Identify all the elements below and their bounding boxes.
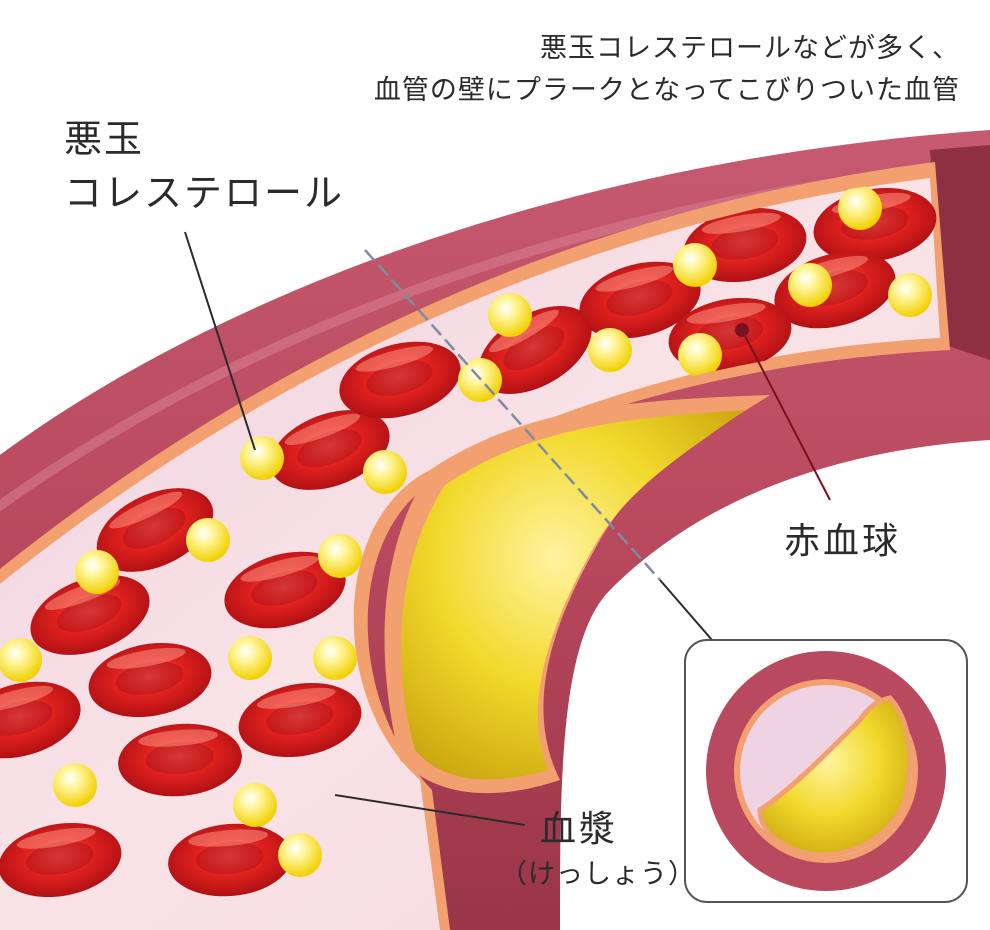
red-blood-cell xyxy=(118,723,242,797)
cholesterol-particle xyxy=(278,833,322,877)
red-blood-cells xyxy=(0,187,937,898)
bad-cholesterol-label-line-1: 悪玉 xyxy=(64,117,145,161)
cholesterol-particle xyxy=(488,293,532,337)
cholesterol-particle xyxy=(363,450,407,494)
cholesterol-particle xyxy=(788,263,832,307)
plaque xyxy=(401,410,745,780)
cholesterol-particles xyxy=(0,186,932,877)
cholesterol-particle xyxy=(838,186,882,230)
cholesterol-particle xyxy=(75,550,119,594)
plasma-reading-label: （けっしょう） xyxy=(500,859,696,890)
red-blood-cell xyxy=(339,341,461,419)
red-blood-cell xyxy=(270,410,390,490)
red-blood-cell xyxy=(168,823,292,897)
red-blood-cell-label: 赤血球 xyxy=(784,521,902,562)
red-blood-cell xyxy=(0,681,81,759)
bad-cholesterol-label-line-2: コレステロール xyxy=(64,171,345,215)
plasma-leader-line xyxy=(334,794,526,826)
cholesterol-particle xyxy=(888,273,932,317)
cholesterol-particle xyxy=(673,243,717,287)
caption-line-2: 血管の壁にプラークとなってこびりついた血管 xyxy=(373,75,960,106)
cholesterol-particle xyxy=(228,636,272,680)
cross-section-plaque xyxy=(757,695,913,858)
red-blood-cell xyxy=(579,261,701,339)
cholesterol-particle xyxy=(53,763,97,807)
bad-cholesterol-label: 悪玉 コレステロール xyxy=(64,112,344,220)
cholesterol-particle xyxy=(0,638,42,682)
cross-section-line xyxy=(364,249,661,581)
cholesterol-leader-line xyxy=(184,231,256,451)
cross-section-connector xyxy=(659,579,713,641)
cholesterol-particle xyxy=(588,328,632,372)
diagram-caption: 悪玉コレステロールなどが多く、 血管の壁にプラークとなってこびりついた血管 xyxy=(374,28,960,112)
red-blood-cell xyxy=(224,551,346,629)
cholesterol-particle xyxy=(313,636,357,680)
red-blood-cell xyxy=(0,822,122,898)
plasma-label: 血漿 xyxy=(540,809,619,850)
cholesterol-particle xyxy=(186,518,230,562)
rbc-leader-dot xyxy=(735,323,749,337)
rbc-leader-line xyxy=(741,329,831,501)
cholesterol-particle xyxy=(678,333,722,377)
red-blood-cell xyxy=(88,642,212,718)
caption-line-1: 悪玉コレステロールなどが多く、 xyxy=(540,33,960,64)
red-blood-cell xyxy=(96,488,214,572)
cholesterol-particle xyxy=(240,436,284,480)
red-blood-cell xyxy=(238,682,362,758)
cholesterol-particle xyxy=(318,534,362,578)
cholesterol-particle xyxy=(233,783,277,827)
